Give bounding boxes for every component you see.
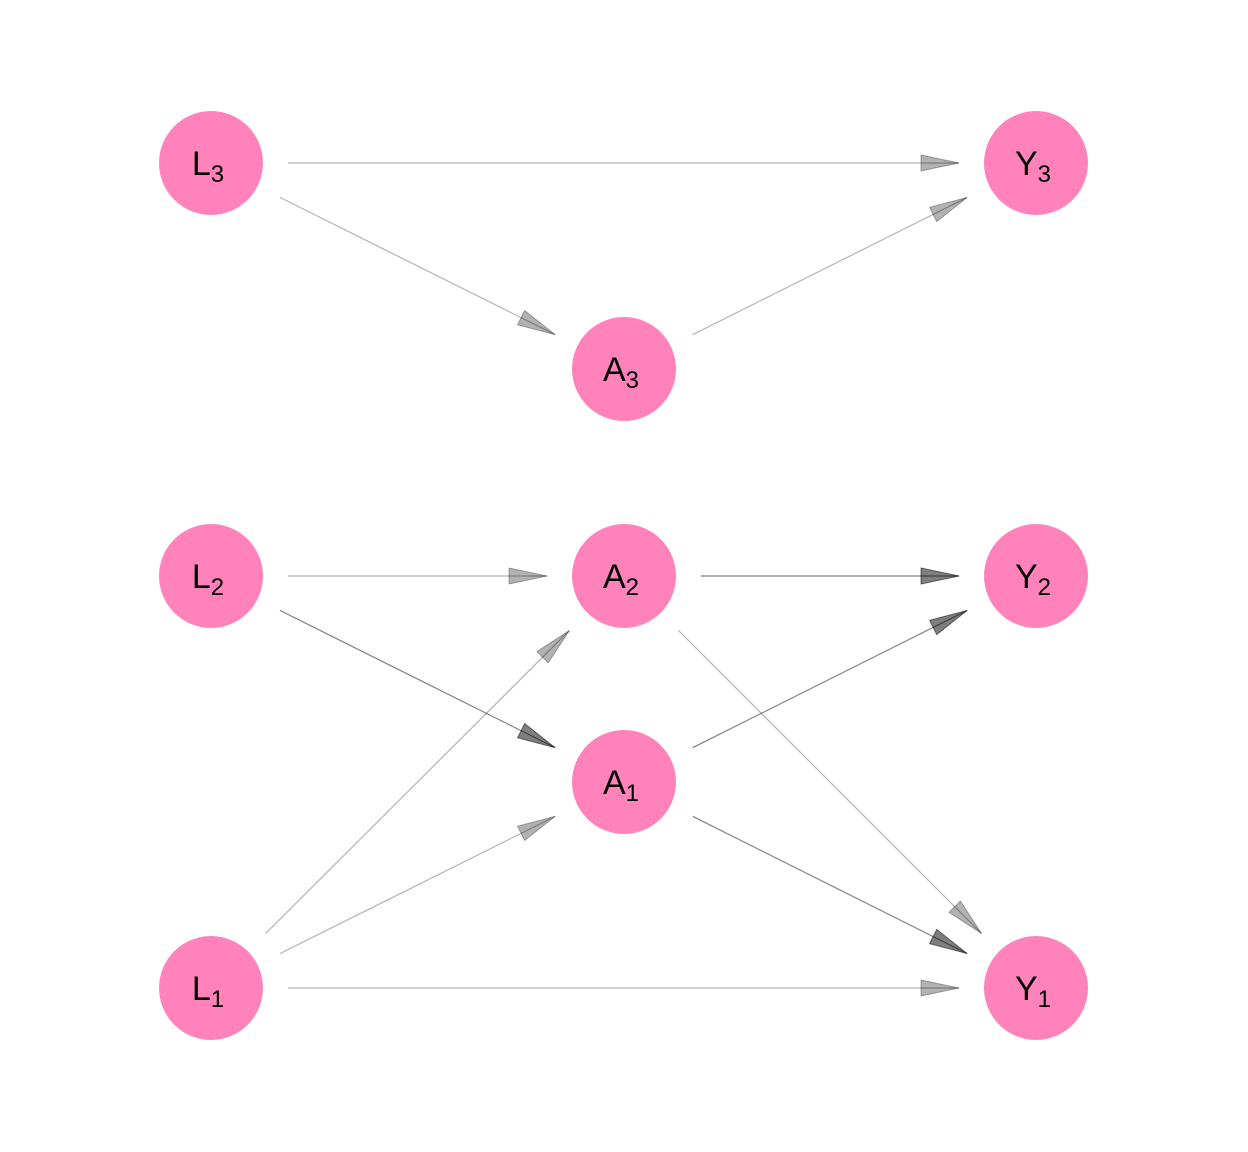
node-label: L1 (192, 970, 224, 1013)
arrowhead-icon (928, 196, 968, 223)
edge-L1-A2 (265, 629, 570, 935)
edge-line (692, 815, 968, 955)
edge-line (279, 609, 556, 749)
node-A1: A1 (572, 730, 676, 834)
node-L1: L1 (159, 936, 263, 1040)
node-circle (984, 111, 1088, 215)
node-label: Y1 (1015, 970, 1051, 1013)
node-label: Y3 (1015, 145, 1051, 188)
edge-A2-Y2 (701, 567, 960, 585)
node-A3: A3 (572, 317, 676, 421)
edge-line (279, 815, 556, 955)
arrowhead-icon (516, 815, 556, 842)
arrowhead-icon (948, 900, 982, 934)
edge-line (265, 629, 570, 935)
node-label: L2 (192, 558, 224, 601)
edges (265, 154, 982, 997)
node-circle (159, 524, 263, 628)
edge-L2-A2 (288, 567, 548, 585)
arrowhead-icon (920, 567, 960, 585)
node-label: A1 (603, 764, 639, 807)
arrowhead-icon (516, 722, 556, 749)
edge-L3-A3 (279, 196, 556, 336)
edge-A1-Y2 (692, 609, 968, 749)
node-circle (984, 524, 1088, 628)
arrowhead-icon (516, 309, 556, 336)
edge-L2-A1 (279, 609, 556, 749)
edge-line (692, 196, 968, 336)
node-Y3: Y3 (984, 111, 1088, 215)
node-circle (572, 730, 676, 834)
node-circle (159, 936, 263, 1040)
arrowhead-icon (536, 629, 570, 664)
node-label: Y2 (1015, 558, 1051, 601)
node-A2: A2 (572, 524, 676, 628)
arrowhead-icon (920, 154, 960, 172)
edge-A2-Y1 (678, 630, 982, 934)
arrowhead-icon (928, 928, 968, 955)
edge-L1-A1 (279, 815, 556, 955)
node-Y2: Y2 (984, 524, 1088, 628)
node-label: A2 (603, 558, 639, 601)
edge-line (279, 196, 556, 336)
node-L2: L2 (159, 524, 263, 628)
node-L3: L3 (159, 111, 263, 215)
edge-A1-Y1 (692, 815, 968, 955)
node-circle (159, 111, 263, 215)
edge-line (678, 630, 982, 934)
edge-L1-Y1 (288, 979, 960, 997)
node-label: A3 (603, 351, 639, 394)
node-Y1: Y1 (984, 936, 1088, 1040)
node-circle (572, 317, 676, 421)
edge-L3-Y3 (288, 154, 960, 172)
edge-line (692, 609, 968, 749)
node-label: L3 (192, 145, 224, 188)
node-circle (984, 936, 1088, 1040)
edge-A3-Y3 (692, 196, 968, 336)
arrowhead-icon (920, 979, 960, 997)
arrowhead-icon (928, 609, 968, 636)
node-circle (572, 524, 676, 628)
arrowhead-icon (508, 567, 548, 585)
